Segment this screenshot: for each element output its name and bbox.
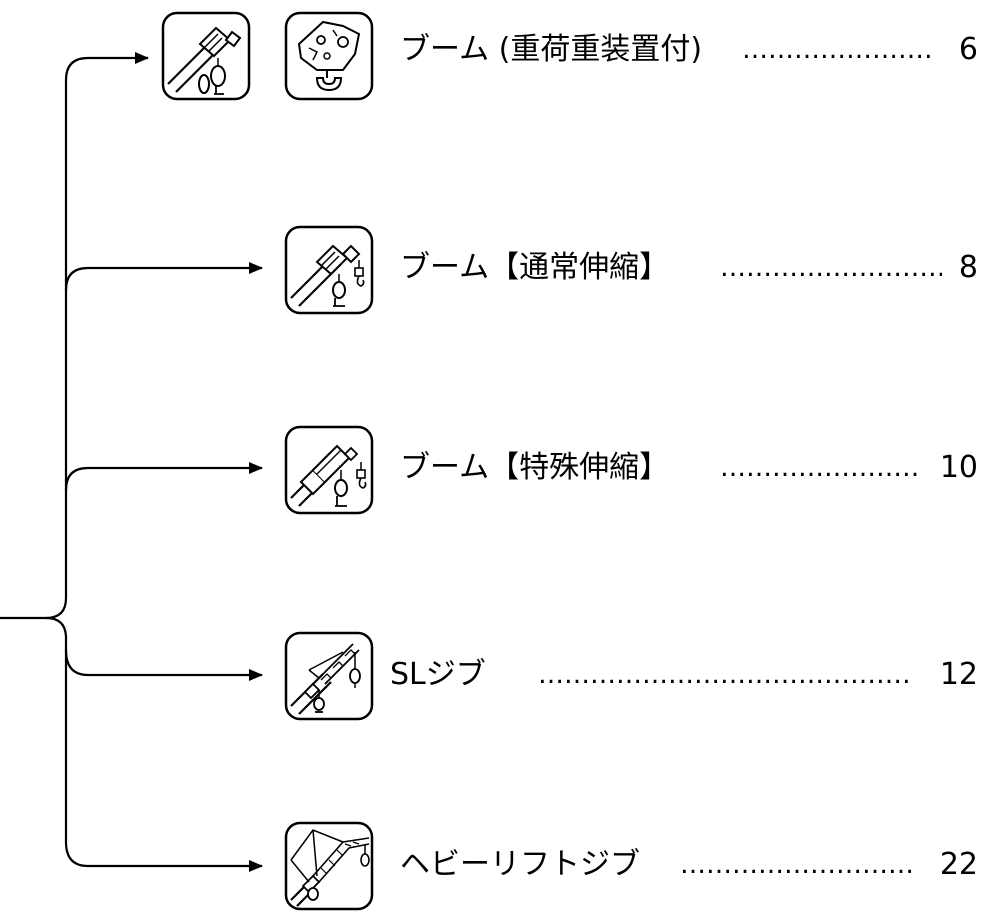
leader-dots: …………………………………………… xyxy=(538,660,910,690)
boom-normal-telescoping-icon xyxy=(283,224,375,316)
boom-heavy-icon xyxy=(160,10,252,102)
bracket-spine xyxy=(64,52,149,598)
page-number: 22 xyxy=(939,847,978,882)
hook-block-icon xyxy=(283,10,375,102)
page-number: 8 xyxy=(958,250,978,285)
bracket-spine-lower xyxy=(64,638,263,872)
page-number: 10 xyxy=(939,450,978,485)
leader-dots: ……………………………… xyxy=(742,35,932,65)
sl-jib-icon xyxy=(283,630,375,722)
entry-label: ヘビーリフトジブ xyxy=(400,847,640,882)
entry-label: ブーム【通常伸縮】 xyxy=(400,250,670,285)
leader-dots: ……………………………… xyxy=(720,453,918,483)
entry-label: ブーム (重荷重装置付) xyxy=(400,32,703,67)
bracket-stem xyxy=(0,597,68,620)
heavy-lift-jib-icon xyxy=(283,820,375,912)
branch-4 xyxy=(64,649,263,681)
page-number: 12 xyxy=(939,657,978,692)
boom-special-telescoping-icon xyxy=(283,424,375,516)
leader-dots: ……………………………… xyxy=(720,253,942,283)
leader-dots: ……………………………… xyxy=(680,850,916,880)
bracket-stem-lower xyxy=(45,616,68,639)
branch-2 xyxy=(64,262,263,291)
entry-label: SLジブ xyxy=(390,657,486,692)
branch-3 xyxy=(64,462,263,491)
entry-label: ブーム【特殊伸縮】 xyxy=(400,450,670,485)
page-number: 6 xyxy=(958,32,978,67)
